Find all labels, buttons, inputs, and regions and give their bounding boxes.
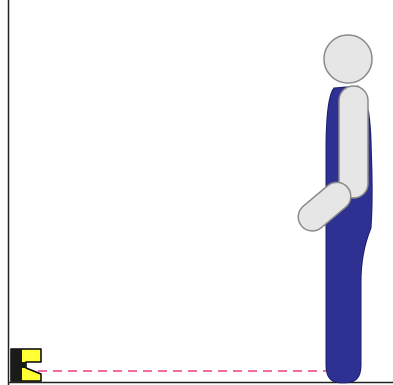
- standing-person-icon: [293, 35, 373, 383]
- floor-sensor-icon: [11, 349, 41, 381]
- person-head: [324, 35, 372, 83]
- person-upper-arm: [339, 86, 368, 198]
